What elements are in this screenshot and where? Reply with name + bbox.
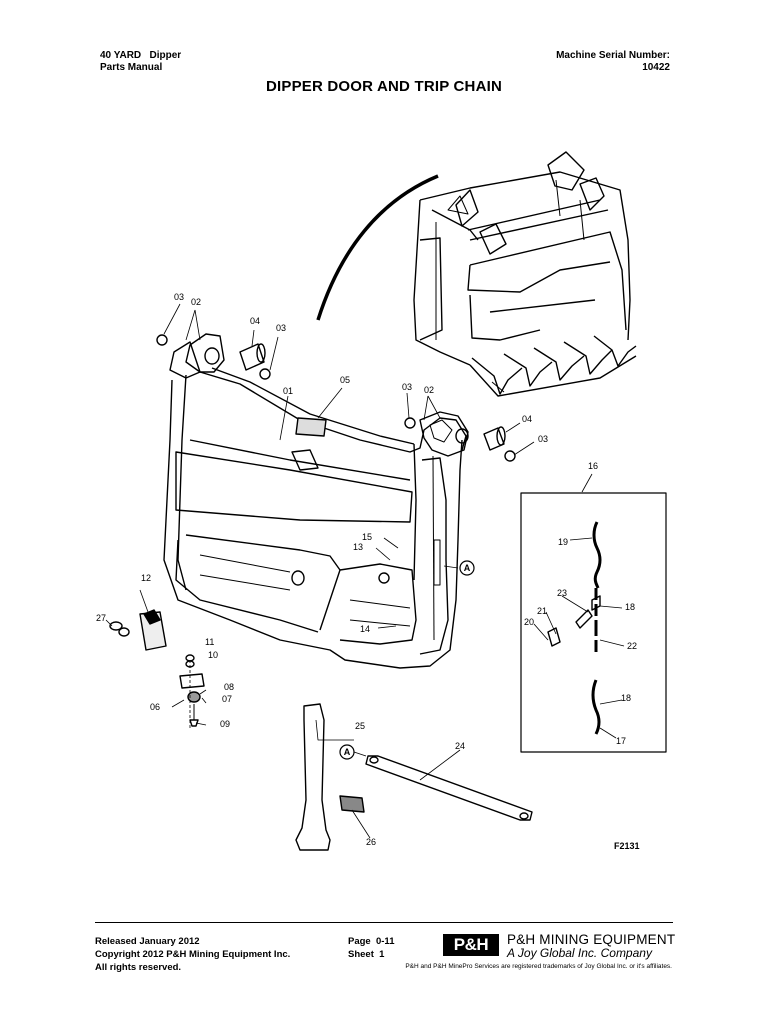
brand-subtitle: A Joy Global Inc. Company [507,946,652,960]
label-18: 18 [621,693,631,703]
label-26: 26 [366,837,376,847]
dipper-bucket [413,151,637,397]
footer-page-info: Page 0-11 Sheet 1 [348,935,394,961]
figure-id: F2131 [614,841,640,851]
leader-lines [105,303,625,839]
label-22: 22 [627,641,637,651]
label-04: 04 [250,316,260,326]
pad-05 [295,417,327,437]
label-20: 20 [524,617,534,627]
label-18: 18 [625,602,635,612]
footer-release-info: Released January 2012 Copyright 2012 P&H… [95,935,290,974]
trip-chain-arc [316,174,439,321]
label-10: 10 [208,650,218,660]
footer-rule [95,922,673,923]
sheet-number: Sheet 1 [348,949,385,960]
label-04: 04 [522,414,532,424]
label-24: 24 [455,741,465,751]
callout-a-label-1: A [464,563,471,573]
trip-chain-detail [547,521,602,735]
label-05: 05 [340,375,350,385]
brand-logo: P&H P&H MINING EQUIPMENT A Joy Global In… [443,932,675,960]
document-model: 40 YARD Dipper [100,50,182,61]
label-02: 02 [424,385,434,395]
label-14: 14 [360,624,370,634]
nut-03-left [156,334,168,346]
label-17: 17 [616,736,626,746]
ph-logo-box: P&H [443,934,499,956]
callout-a-label-2: A [344,747,351,757]
callout-a-circle-1 [459,560,475,576]
label-06: 06 [150,702,160,712]
label-15: 15 [362,532,372,542]
dipper-door [163,333,469,669]
label-16: 16 [588,461,598,471]
page-title: DIPPER DOOR AND TRIP CHAIN [265,78,503,95]
nut-03-right [504,450,516,462]
document-type: Parts Manual [100,62,163,73]
header-left: 40 YARD Dipper Parts Manual [100,50,181,74]
item-labels: 03 02 04 03 01 05 03 02 04 03 16 19 23 1… [96,292,640,851]
label-03: 03 [538,434,548,444]
label-01: 01 [283,386,293,396]
label-13: 13 [353,542,363,552]
label-21: 21 [537,606,547,616]
fastener-stack-06 [179,654,205,730]
label-11: 11 [205,637,214,647]
pad-26 [339,795,365,813]
serial-number: 10422 [642,62,670,73]
release-date: Released January 2012 [95,936,200,947]
label-03: 03 [402,382,412,392]
page-number: Page 0-11 [348,936,395,947]
label-23: 23 [557,588,567,598]
serial-label: Machine Serial Number: [556,50,670,61]
label-19: 19 [558,537,568,547]
rights: All rights reserved. [95,962,182,973]
bushing-upper [239,343,266,371]
bushing-right [483,426,506,451]
trip-bar-25 [295,703,331,851]
label-09: 09 [220,719,230,729]
label-03: 03 [174,292,184,302]
link-bar-24 [365,755,533,821]
copyright: Copyright 2012 P&H Mining Equipment Inc. [95,949,291,960]
detail-box [520,492,667,753]
label-12: 12 [141,573,151,583]
pin-27 [109,621,130,637]
label-08: 08 [224,682,234,692]
nut-03-upper [259,368,271,380]
label-03: 03 [276,323,286,333]
header-right: Machine Serial Number: 10422 [556,50,670,74]
trademark-notice: P&H and P&H MinePro Services are registe… [405,963,672,970]
label-02: 02 [191,297,201,307]
label-07: 07 [222,694,232,704]
latch-block-12 [139,609,167,651]
brand-name: P&H MINING EQUIPMENT [507,932,676,947]
label-27: 27 [96,613,106,623]
label-25: 25 [355,721,365,731]
nut-03-mid [404,417,416,429]
